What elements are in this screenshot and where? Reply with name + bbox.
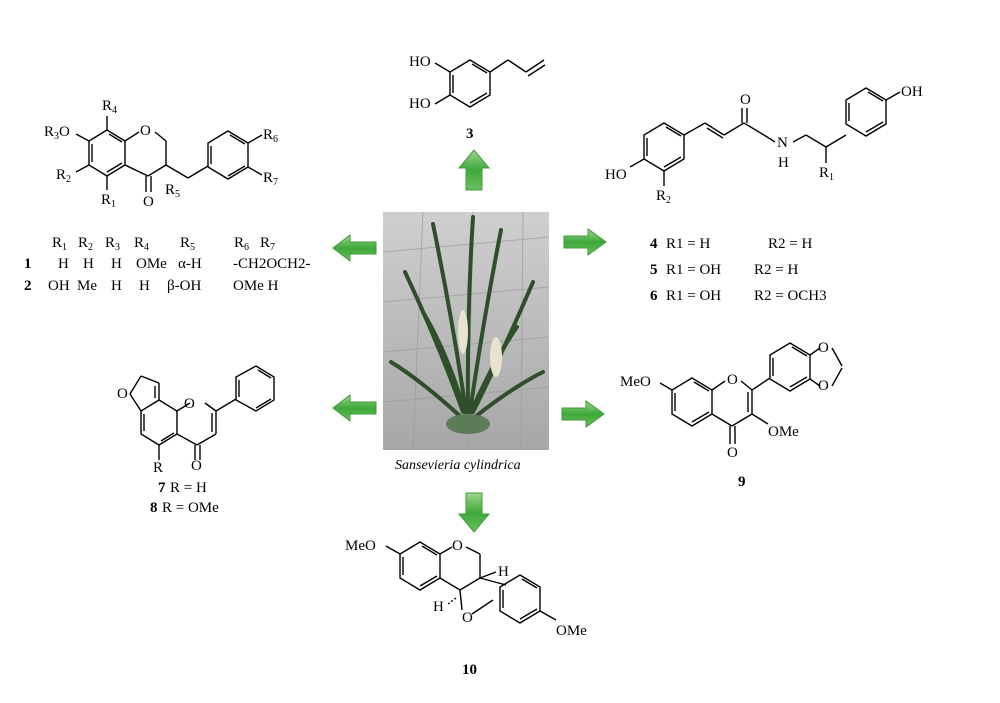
atom-label-o: O bbox=[184, 396, 195, 412]
structure-9 bbox=[659, 342, 843, 444]
structure-7-8 bbox=[129, 365, 275, 460]
compound-number-3: 3 bbox=[466, 126, 474, 142]
atom-label-o: O bbox=[143, 194, 154, 210]
atom-label-meo: MeO bbox=[620, 374, 651, 390]
arrow-down bbox=[457, 492, 491, 533]
atom-label-ome: OMe bbox=[768, 424, 799, 440]
atom-label-h: H bbox=[778, 155, 789, 171]
r4-label: R4 bbox=[102, 98, 118, 116]
arrow-right-bottom bbox=[561, 400, 605, 428]
r5-label: R5 bbox=[165, 182, 181, 200]
atom-label-o: O bbox=[462, 610, 473, 626]
atom-label-o: O bbox=[818, 378, 829, 394]
atom-label-ho: HO bbox=[605, 167, 627, 183]
r1-label: R1 bbox=[101, 192, 117, 210]
structure-10 bbox=[385, 541, 557, 624]
atom-label-n: N bbox=[777, 135, 788, 151]
r2-label: R2 bbox=[656, 188, 672, 206]
arrow-right-top bbox=[563, 228, 607, 256]
atom-label-h: H bbox=[498, 564, 509, 580]
atom-label-o: O bbox=[191, 458, 202, 474]
atom-label-o: O bbox=[740, 92, 751, 108]
r1-label: R1 bbox=[819, 165, 835, 183]
atom-label-ho: HO bbox=[409, 54, 431, 70]
r7-label: R7 bbox=[263, 170, 279, 188]
atom-label-o: O bbox=[727, 372, 738, 388]
atom-label-oh: OH bbox=[901, 84, 923, 100]
structure-1-2 bbox=[75, 116, 263, 192]
r3o-label: R3O bbox=[44, 124, 70, 142]
compound-number-10: 10 bbox=[462, 662, 477, 678]
atom-label-r: R bbox=[153, 460, 164, 476]
atom-label-o: O bbox=[140, 123, 151, 139]
plant-photo bbox=[383, 212, 549, 450]
atom-label-ome: OMe bbox=[556, 623, 587, 639]
compound-number-9: 9 bbox=[738, 474, 746, 490]
atom-label-o: O bbox=[452, 538, 463, 554]
arrow-up bbox=[457, 149, 491, 191]
structure-4-6 bbox=[629, 87, 901, 186]
atom-label-ho: HO bbox=[409, 96, 431, 112]
r2-label: R2 bbox=[56, 167, 72, 185]
atom-label-o: O bbox=[117, 386, 128, 402]
atom-label-h: H bbox=[433, 599, 444, 615]
arrow-left-top bbox=[332, 233, 377, 263]
photo-caption: Sansevieria cylindrica bbox=[395, 458, 521, 473]
atom-label-o: O bbox=[818, 340, 829, 356]
structure-3 bbox=[434, 59, 546, 108]
arrow-left-bottom bbox=[332, 393, 377, 423]
atom-label-o: O bbox=[727, 445, 738, 461]
r6-label: R6 bbox=[263, 127, 279, 145]
atom-label-meo: MeO bbox=[345, 538, 376, 554]
